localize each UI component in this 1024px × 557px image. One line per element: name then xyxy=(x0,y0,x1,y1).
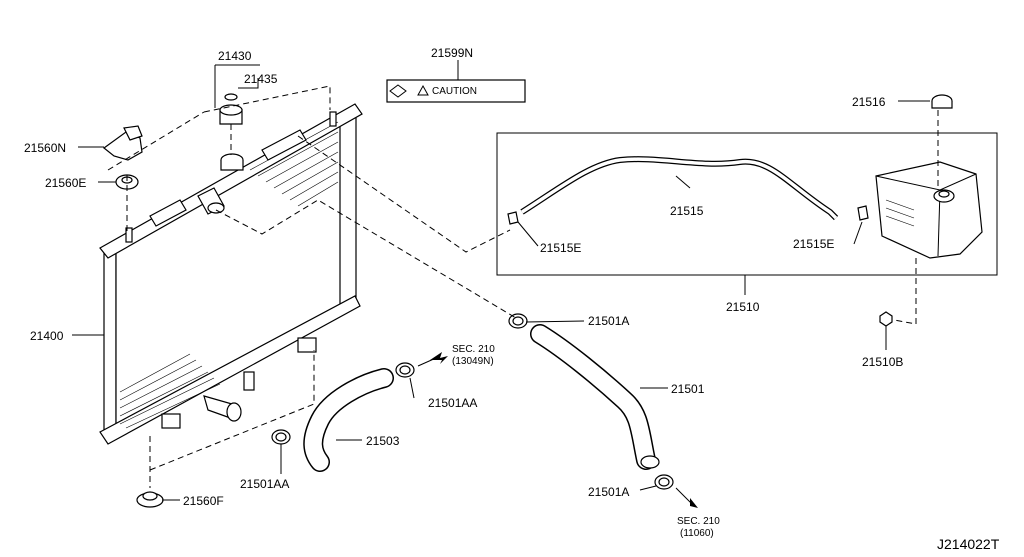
callout-21435: 21435 xyxy=(244,72,278,86)
callout-21560F: 21560F xyxy=(183,494,224,508)
diagram-code: J214022T xyxy=(937,536,1000,552)
callout-21516: 21516 xyxy=(852,95,886,109)
assembly-dashed-lines xyxy=(107,85,939,488)
upper-radiator-hose xyxy=(530,324,660,470)
callout-21400: 21400 xyxy=(30,329,64,343)
callout-21510: 21510 xyxy=(726,300,760,314)
callout-21560N: 21560N xyxy=(24,141,66,155)
hose-clamp-aa-lower xyxy=(271,429,291,445)
hose-clamp-upper xyxy=(508,313,528,329)
callout-21501AA-mid: 21501AA xyxy=(428,396,477,410)
hose-clip-right xyxy=(857,205,869,221)
callout-21515E-right: 21515E xyxy=(793,237,834,251)
callout-21501A-low: 21501A xyxy=(588,485,629,499)
hose-clamp-lower xyxy=(654,474,674,490)
reservoir-cap xyxy=(931,94,953,109)
callout-21430: 21430 xyxy=(218,49,252,63)
callout-21515E-left: 21515E xyxy=(540,241,581,255)
sec-ref-upper: SEC. 210 xyxy=(452,344,495,355)
radiator xyxy=(99,103,363,445)
hose-clamp-aa-upper xyxy=(395,362,415,378)
reservoir-grommet xyxy=(879,311,893,327)
hose-clip-left xyxy=(507,211,519,225)
lower-mount-cushion xyxy=(136,491,164,508)
reservoir-tank xyxy=(875,161,983,259)
sec-arrow-lower xyxy=(675,487,698,508)
callout-21503: 21503 xyxy=(366,434,400,448)
callout-21599N: 21599N xyxy=(431,46,473,60)
lower-radiator-hose xyxy=(303,368,394,472)
callout-21501A-top: 21501A xyxy=(588,314,629,328)
callout-21510B: 21510B xyxy=(862,355,903,369)
callout-21560E: 21560E xyxy=(45,176,86,190)
caution-text: CAUTION xyxy=(432,86,477,97)
sec-ref-upper-code: (13049N) xyxy=(452,356,494,367)
callout-leaders xyxy=(72,60,930,501)
sec-ref-lower-code: (11060) xyxy=(680,528,714,539)
caution-label: CAUTION xyxy=(386,79,526,103)
sec-arrow-upper xyxy=(417,352,448,367)
callout-21515: 21515 xyxy=(670,204,704,218)
reservoir-group-box xyxy=(496,132,998,276)
upper-mount-bracket xyxy=(103,125,143,161)
callout-21501AA-low: 21501AA xyxy=(240,477,289,491)
sec-ref-lower: SEC. 210 xyxy=(677,516,720,527)
radiator-cap xyxy=(219,104,243,125)
cap-seal xyxy=(224,93,238,101)
callout-21501: 21501 xyxy=(671,382,705,396)
